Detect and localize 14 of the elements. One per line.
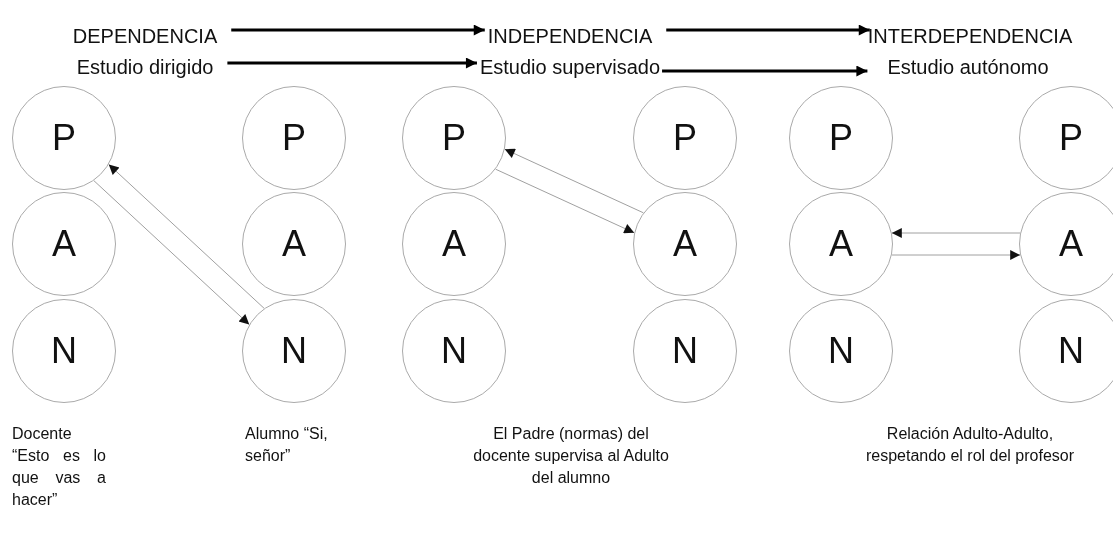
- caption-text: Relación Adulto-Adulto, respetando el rol del profesor: [864, 424, 1076, 466]
- study-mode-text: Estudio dirigido: [76, 55, 214, 79]
- study-mode-text: Estudio autónomo: [887, 55, 1049, 79]
- caption-text: Docente “Esto es lo que vas a hacer”: [12, 424, 106, 510]
- arrow: [666, 24, 870, 36]
- caption-text: El Padre (normas) del docente supervisa al Adulto del alumno: [472, 424, 670, 488]
- caption-text: Alumno “Si, señor”: [245, 424, 329, 466]
- stage-heading: INDEPENDENCIA: [487, 24, 653, 48]
- arrow: [227, 57, 477, 69]
- stage-heading: DEPENDENCIA: [72, 24, 218, 48]
- arrow: [662, 65, 868, 77]
- arrow: [231, 24, 485, 36]
- stage-heading: INTERDEPENDENCIA: [867, 24, 1073, 48]
- study-mode-text: Estudio supervisado: [479, 55, 661, 79]
